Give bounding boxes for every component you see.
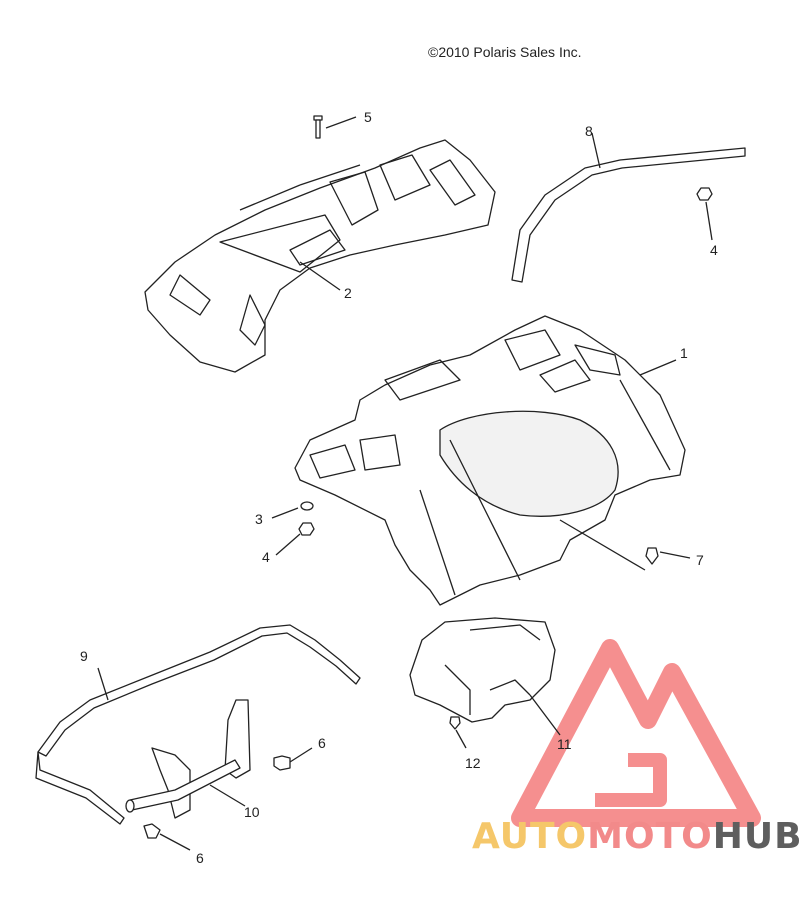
callout-12: 12 xyxy=(465,755,481,771)
part-rack-frame-9 xyxy=(35,624,361,825)
part-bracket-10 xyxy=(125,699,251,819)
callout-4-top: 4 xyxy=(710,242,718,258)
part-nut-4-top xyxy=(696,187,713,241)
callout-1: 1 xyxy=(680,345,688,361)
part-nut-4-mid xyxy=(275,522,315,556)
part-bolt-6-right xyxy=(273,747,313,771)
brand-part-auto: AUTO xyxy=(472,816,588,857)
callout-9: 9 xyxy=(80,648,88,664)
part-screw-12 xyxy=(449,716,467,749)
part-bolt-5 xyxy=(313,115,357,139)
callout-6-right: 6 xyxy=(318,735,326,751)
watermark-logo xyxy=(511,639,761,827)
part-bar-8 xyxy=(511,132,746,283)
callout-10: 10 xyxy=(244,804,260,820)
part-rear-rack-2 xyxy=(144,139,496,373)
callout-4-mid: 4 xyxy=(262,549,270,565)
callout-6-bottom: 6 xyxy=(196,850,204,866)
watermark-brand: AUTOMOTOHUB xyxy=(472,816,800,857)
copyright-text: ©2010 Polaris Sales Inc. xyxy=(428,44,582,60)
callout-7: 7 xyxy=(696,552,704,568)
callout-3: 3 xyxy=(255,511,263,527)
part-panel-11 xyxy=(409,617,561,736)
callout-5: 5 xyxy=(364,109,372,125)
part-rear-fender-1 xyxy=(294,315,686,606)
part-rivet-7 xyxy=(645,547,691,565)
part-washer-3 xyxy=(271,501,314,519)
brand-part-moto: MOTO xyxy=(587,816,713,857)
brand-part-hub: HUB xyxy=(712,816,800,857)
callout-2: 2 xyxy=(344,285,352,301)
callout-8: 8 xyxy=(585,123,593,139)
callout-11: 11 xyxy=(557,736,572,752)
part-bolt-6-bottom xyxy=(143,823,191,851)
